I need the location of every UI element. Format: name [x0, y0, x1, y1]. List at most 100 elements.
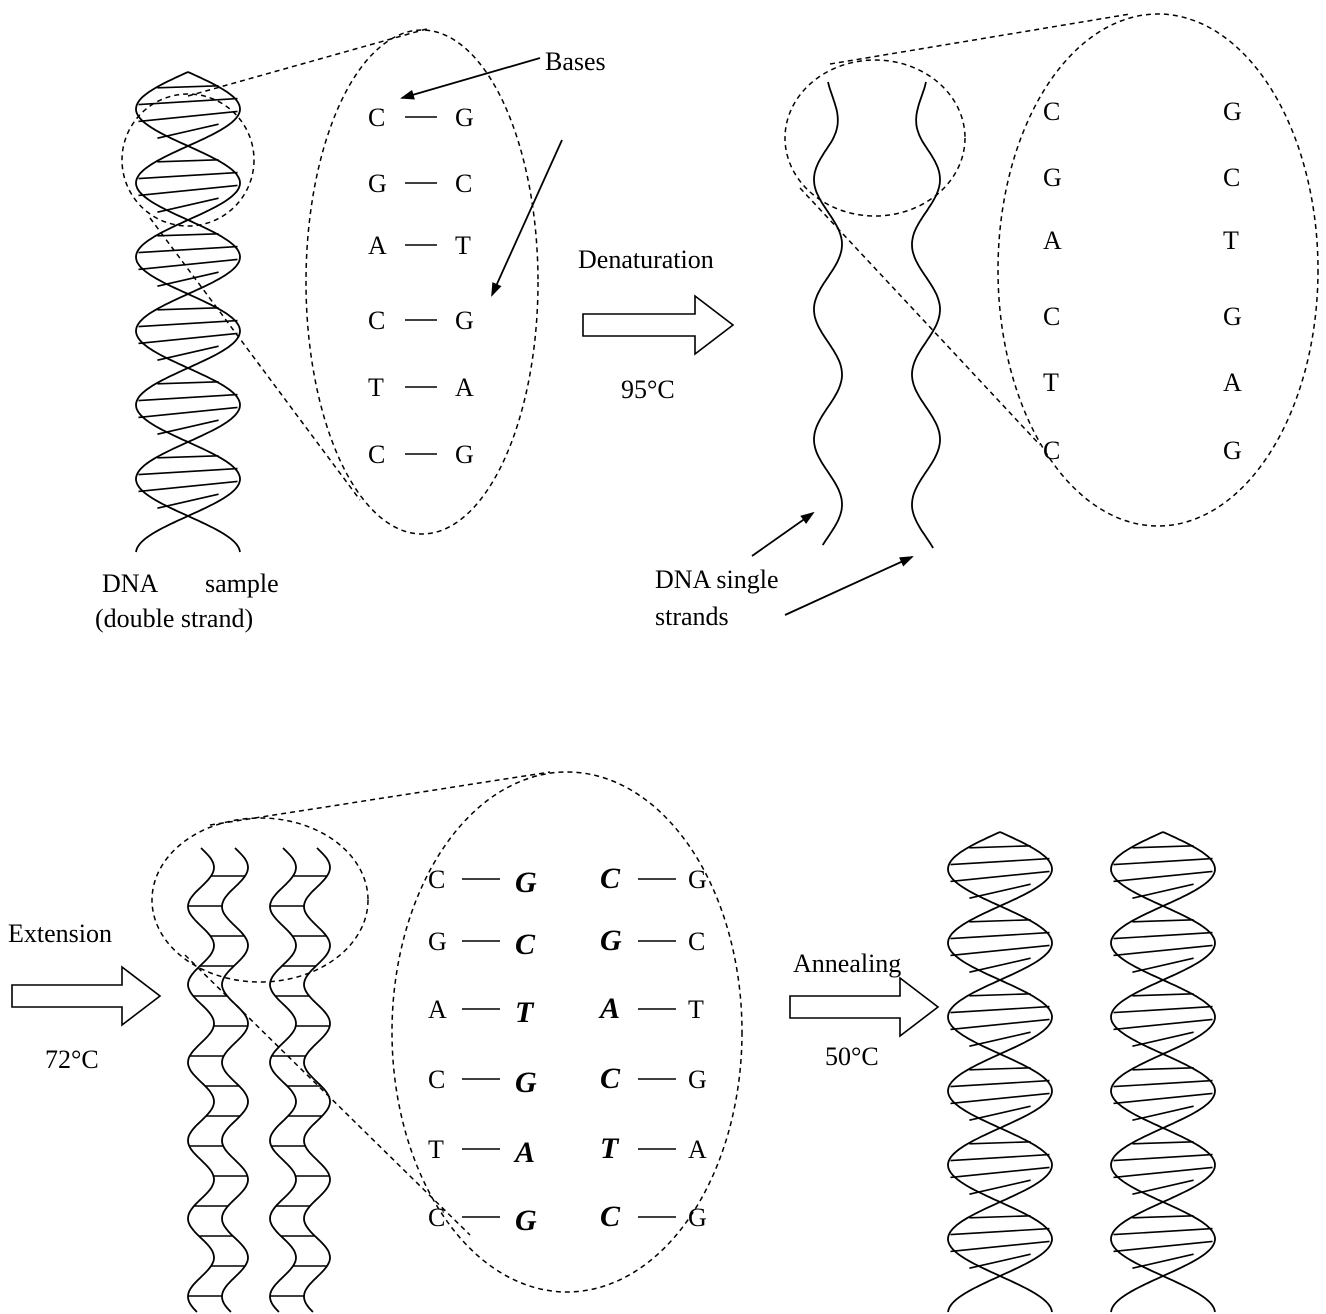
- base-letter: C: [1043, 436, 1060, 465]
- helix-rung: [157, 160, 218, 162]
- helix-rung: [139, 173, 238, 179]
- new-base-letter: G: [515, 1066, 537, 1099]
- helix-rung: [157, 382, 218, 384]
- helix-rung: [139, 321, 238, 327]
- base-letter: G: [455, 306, 474, 335]
- helix-rung: [951, 1167, 1050, 1177]
- base-letter: G: [455, 440, 474, 469]
- base-letter: T: [1043, 368, 1059, 397]
- base-letter: A: [1043, 226, 1062, 255]
- new-base-letter: G: [600, 924, 622, 957]
- new-base-letter: A: [598, 992, 620, 1025]
- helix-rung: [1114, 871, 1213, 881]
- base-letter: C: [428, 1203, 445, 1232]
- base-letter: G: [688, 865, 707, 894]
- helix-rung: [157, 456, 218, 458]
- helix-rung: [1114, 1007, 1213, 1013]
- base-letter: A: [368, 231, 387, 260]
- annealing-label: Annealing: [793, 949, 901, 978]
- helix-rung: [969, 994, 1030, 996]
- base-letter: A: [428, 995, 447, 1024]
- base-letter: A: [455, 373, 474, 402]
- helix-rung: [951, 1007, 1050, 1013]
- dna-double-helix: [136, 72, 240, 552]
- helix-rung: [951, 1241, 1050, 1251]
- extension-arrow: [12, 967, 160, 1025]
- helix-rung: [139, 185, 238, 195]
- base-letter: C: [688, 927, 705, 956]
- zoom-projection-line: [800, 188, 1040, 445]
- dna-double-helix-copy-1: [948, 832, 1052, 1312]
- annealing-arrow: [790, 978, 938, 1036]
- base-letter: G: [688, 1065, 707, 1094]
- helix-rung: [969, 1142, 1030, 1144]
- helix-rung: [1132, 994, 1193, 996]
- helix-rung: [1132, 920, 1193, 922]
- helix-rung: [157, 234, 218, 236]
- helix-rung: [1114, 1241, 1213, 1251]
- helix-rung: [1114, 1093, 1213, 1103]
- double-strand-label: (double strand): [95, 604, 253, 633]
- extension-strand: [222, 848, 248, 1312]
- denaturation-arrow: [583, 296, 733, 354]
- base-letter: G: [1043, 163, 1062, 192]
- single-strand: [912, 82, 940, 548]
- helix-rung: [1132, 846, 1193, 848]
- helix-rung: [951, 1093, 1050, 1103]
- helix-rung: [951, 1019, 1050, 1029]
- helix-rung: [139, 333, 238, 343]
- helix-rung: [951, 933, 1050, 939]
- helix-rung: [1114, 1019, 1213, 1029]
- new-base-letter: A: [513, 1136, 535, 1169]
- helix-rung: [969, 1068, 1030, 1070]
- bases-arrow: [492, 140, 562, 295]
- helix-rung: [1114, 1167, 1213, 1177]
- base-letter: C: [1043, 302, 1060, 331]
- zoom-circle-extension: [152, 818, 368, 982]
- new-base-letter: C: [600, 1062, 621, 1095]
- helix-rung: [139, 259, 238, 269]
- single-strands-arrow: [752, 513, 813, 556]
- base-letter: T: [1223, 226, 1239, 255]
- helix-rung: [157, 86, 218, 88]
- new-base-letter: T: [515, 996, 535, 1029]
- base-letter: C: [368, 103, 385, 132]
- base-letter: C: [368, 440, 385, 469]
- base-letter: T: [688, 995, 704, 1024]
- zoom-projection-line: [830, 14, 1130, 64]
- base-letter: C: [368, 306, 385, 335]
- single-strands-label: strands: [655, 602, 729, 631]
- base-letter: C: [428, 1065, 445, 1094]
- base-letter: A: [1223, 368, 1242, 397]
- bases-arrow: [402, 58, 540, 98]
- base-letter: T: [368, 373, 384, 402]
- base-letter: A: [688, 1135, 707, 1164]
- helix-rung: [969, 846, 1030, 848]
- base-letter: T: [428, 1135, 444, 1164]
- dna-sample-label: sample: [205, 569, 279, 598]
- base-letter: G: [1223, 97, 1242, 126]
- helix-rung: [1114, 945, 1213, 955]
- new-base-letter: C: [600, 862, 621, 895]
- base-letter: G: [455, 103, 474, 132]
- extension-strand: [188, 848, 214, 1312]
- helix-rung: [157, 308, 218, 310]
- base-letter: C: [1043, 97, 1060, 126]
- dna-single-strands: [814, 82, 940, 548]
- helix-rung: [139, 469, 238, 475]
- helix-rung: [969, 1216, 1030, 1218]
- base-letter: T: [455, 231, 471, 260]
- zoom-projection-line: [210, 772, 550, 825]
- extension-label: Extension: [8, 919, 112, 948]
- bases-label: Bases: [545, 47, 606, 76]
- helix-rung: [139, 247, 238, 253]
- helix-rung: [951, 859, 1050, 865]
- helix-rung: [1114, 1081, 1213, 1087]
- dna-sample-label: DNA: [102, 569, 159, 598]
- extension-temperature: 72°C: [45, 1045, 99, 1074]
- dna-double-helix-copy-2: [1111, 832, 1215, 1312]
- denaturation-temperature: 95°C: [621, 375, 675, 404]
